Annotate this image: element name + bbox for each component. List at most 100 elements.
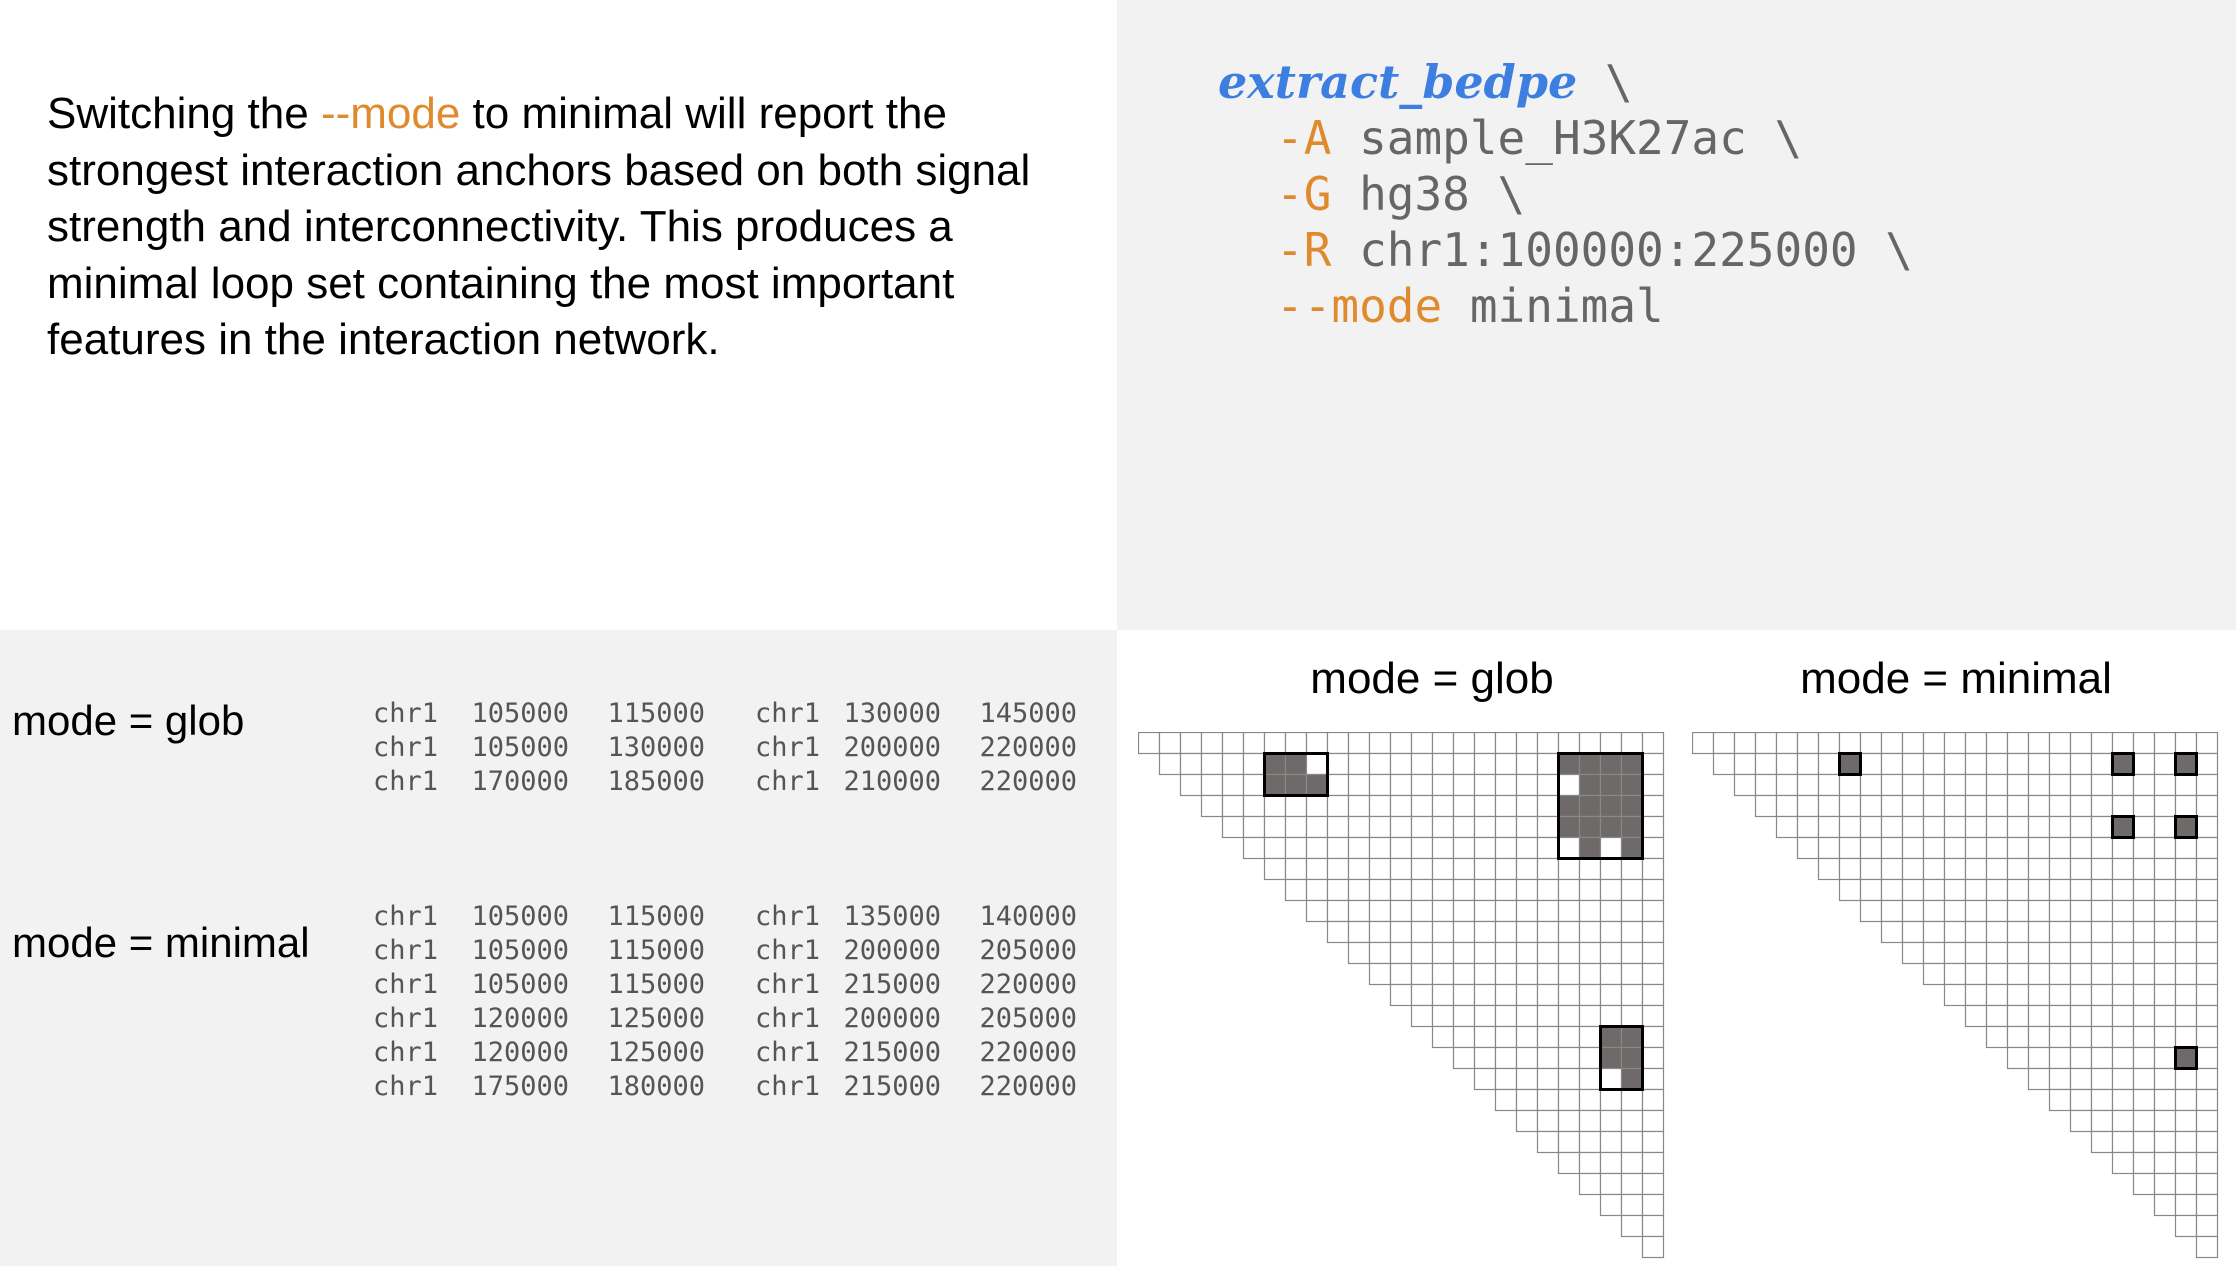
matrix-cell (1368, 920, 1392, 944)
matrix-cell (1620, 1109, 1644, 1133)
matrix-cell (2153, 983, 2177, 1007)
matrix-cell (1158, 732, 1182, 755)
matrix-cell (1859, 836, 1883, 860)
matrix-cell (2195, 732, 2219, 755)
matrix-cell (2069, 1046, 2093, 1070)
matrix-cell (1557, 1025, 1581, 1049)
matrix-cell (1305, 815, 1329, 839)
matrix-cell (1305, 794, 1329, 818)
matrix-cell-filled (1578, 773, 1602, 797)
matrix-cell (2069, 1025, 2093, 1049)
matrix-cell (1964, 815, 1988, 839)
matrix-cell (2132, 878, 2156, 902)
table-cell: chr1 (754, 1003, 820, 1034)
matrix-cell (2069, 941, 2093, 965)
matrix-cell (1775, 773, 1799, 797)
matrix-cell (2006, 1004, 2030, 1028)
matrix-cell (1880, 836, 1904, 860)
matrix-cell (2195, 1151, 2219, 1175)
table-cell: 115000 (607, 901, 705, 932)
matrix-cell (1431, 732, 1455, 755)
matrix-cell (1200, 773, 1224, 797)
matrix-cell (1985, 878, 2009, 902)
matrix-cell (1494, 899, 1518, 923)
matrix-cell (1641, 983, 1665, 1007)
matrix-cell (1578, 1004, 1602, 1028)
matrix-cell (1578, 1025, 1602, 1049)
matrix-cell (1494, 1004, 1518, 1028)
matrix-cell (1242, 752, 1266, 776)
matrix-cell (1536, 773, 1560, 797)
table-cell: 105000 (471, 935, 569, 966)
glob-diagram-title: mode = glob (1310, 654, 1554, 703)
matrix-cell (2090, 732, 2114, 755)
arg-value-mode: minimal (1442, 279, 1664, 333)
matrix-cell (2027, 836, 2051, 860)
matrix-cell (1536, 815, 1560, 839)
matrix-cell (1578, 1151, 1602, 1175)
matrix-cell (1515, 1025, 1539, 1049)
matrix-cell-filled (1557, 794, 1581, 818)
matrix-cell (1838, 732, 1862, 755)
matrix-cell (1641, 1214, 1665, 1238)
matrix-cell (1179, 773, 1203, 797)
matrix-cell (1389, 857, 1413, 881)
matrix-cell (2153, 857, 2177, 881)
matrix-cell (1641, 732, 1665, 755)
matrix-cell (2111, 1088, 2135, 1112)
matrix-cell (1431, 836, 1455, 860)
command-block: extract_bedpe \-A sample_H3K27ac \-G hg3… (1218, 54, 1913, 334)
matrix-cell (1431, 899, 1455, 923)
matrix-cell (2195, 962, 2219, 986)
matrix-cell (1817, 794, 1841, 818)
matrix-cell (1326, 732, 1350, 755)
matrix-cell (2048, 1004, 2072, 1028)
matrix-cell (2174, 899, 2198, 923)
matrix-cell (2153, 1151, 2177, 1175)
matrix-cell (1775, 794, 1799, 818)
matrix-cell (2006, 983, 2030, 1007)
matrix-cell (1641, 857, 1665, 881)
matrix-cell-filled (1599, 1025, 1623, 1049)
matrix-cell (2006, 941, 2030, 965)
matrix-cell (1494, 941, 1518, 965)
matrix-cell (1754, 794, 1778, 818)
table-cell: chr1 (373, 766, 439, 797)
matrix-cell (2153, 1172, 2177, 1196)
matrix-cell (1263, 836, 1287, 860)
matrix-cell (2153, 836, 2177, 860)
matrix-cell (2195, 920, 2219, 944)
matrix-cell (2090, 815, 2114, 839)
matrix-cell (1536, 1067, 1560, 1091)
matrix-cell (2048, 983, 2072, 1007)
matrix-cell (1389, 752, 1413, 776)
matrix-cell (1305, 836, 1329, 860)
matrix-cell (2153, 1004, 2177, 1028)
matrix-cell (1431, 752, 1455, 776)
matrix-cell (1620, 962, 1644, 986)
matrix-cell (1515, 983, 1539, 1007)
matrix-cell (1410, 857, 1434, 881)
matrix-cell (2090, 983, 2114, 1007)
matrix-cell (2111, 983, 2135, 1007)
matrix-cell (1641, 1193, 1665, 1217)
matrix-cell (2048, 773, 2072, 797)
table-cell: 135000 (843, 901, 941, 932)
matrix-cell (2111, 899, 2135, 923)
arg-flag-g: -G (1276, 167, 1332, 221)
matrix-cell (1536, 962, 1560, 986)
interaction-box (1263, 752, 1329, 797)
matrix-cell (1859, 752, 1883, 776)
matrix-cell (2132, 941, 2156, 965)
matrix-cell (1368, 878, 1392, 902)
matrix-cell (1901, 920, 1925, 944)
matrix-cell (1901, 815, 1925, 839)
matrix-cell (1242, 732, 1266, 755)
matrix-cell (2006, 962, 2030, 986)
matrix-cell (1494, 1067, 1518, 1091)
matrix-cell (1922, 920, 1946, 944)
matrix-cell (1536, 836, 1560, 860)
minimal-diagram-title: mode = minimal (1800, 654, 2112, 703)
matrix-cell (1368, 899, 1392, 923)
